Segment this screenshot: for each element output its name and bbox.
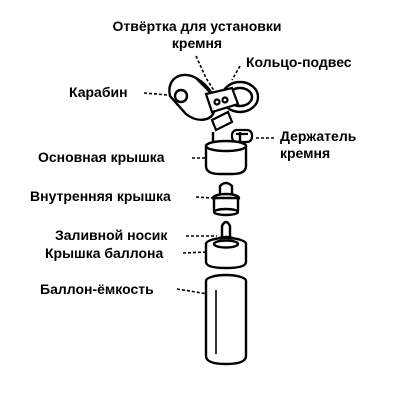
screwdriver-part	[204, 86, 240, 114]
flint-holder-label-line1: Держатель	[280, 128, 357, 144]
ring-label: Кольцо-подвес	[246, 54, 352, 71]
main-cap-part	[204, 132, 248, 176]
screwdriver-label-line1: Отвёртка для установки	[112, 18, 282, 34]
spout-label-text: Заливной носик	[55, 227, 168, 243]
cylinder-cap-part	[204, 236, 248, 270]
flint-holder-label: Держатель кремня	[280, 128, 356, 162]
inner-cap-part	[211, 181, 241, 217]
cylinder-cap-label-text: Крышка баллона	[45, 245, 164, 261]
leader-cylinder	[176, 288, 209, 295]
spout-label: Заливной носик	[55, 227, 167, 244]
cylinder-label: Баллон-ёмкость	[40, 281, 154, 298]
cylinder-label-text: Баллон-ёмкость	[40, 281, 154, 297]
carabiner-label: Карабин	[69, 84, 128, 101]
carabiner-label-text: Карабин	[69, 84, 128, 100]
main-cap-label: Основная крышка	[38, 149, 165, 166]
leader-cylinder-cap	[182, 251, 208, 254]
leader-ring	[231, 65, 241, 81]
leader-carabiner	[143, 92, 169, 96]
leader-inner-cap	[195, 196, 213, 199]
cylinder-part	[204, 273, 248, 366]
cylinder-cap-label: Крышка баллона	[45, 245, 163, 262]
flint-holder-part	[210, 110, 254, 144]
ring-label-text: Кольцо-подвес	[246, 54, 352, 70]
inner-cap-label-text: Внутренняя крышка	[30, 188, 171, 204]
main-cap-label-text: Основная крышка	[38, 149, 165, 165]
inner-cap-label: Внутренняя крышка	[30, 188, 171, 205]
screwdriver-label: Отвёртка для установки кремня	[102, 18, 292, 52]
screwdriver-label-line2: кремня	[171, 35, 223, 51]
flint-holder-label-line2: кремня	[280, 145, 331, 161]
